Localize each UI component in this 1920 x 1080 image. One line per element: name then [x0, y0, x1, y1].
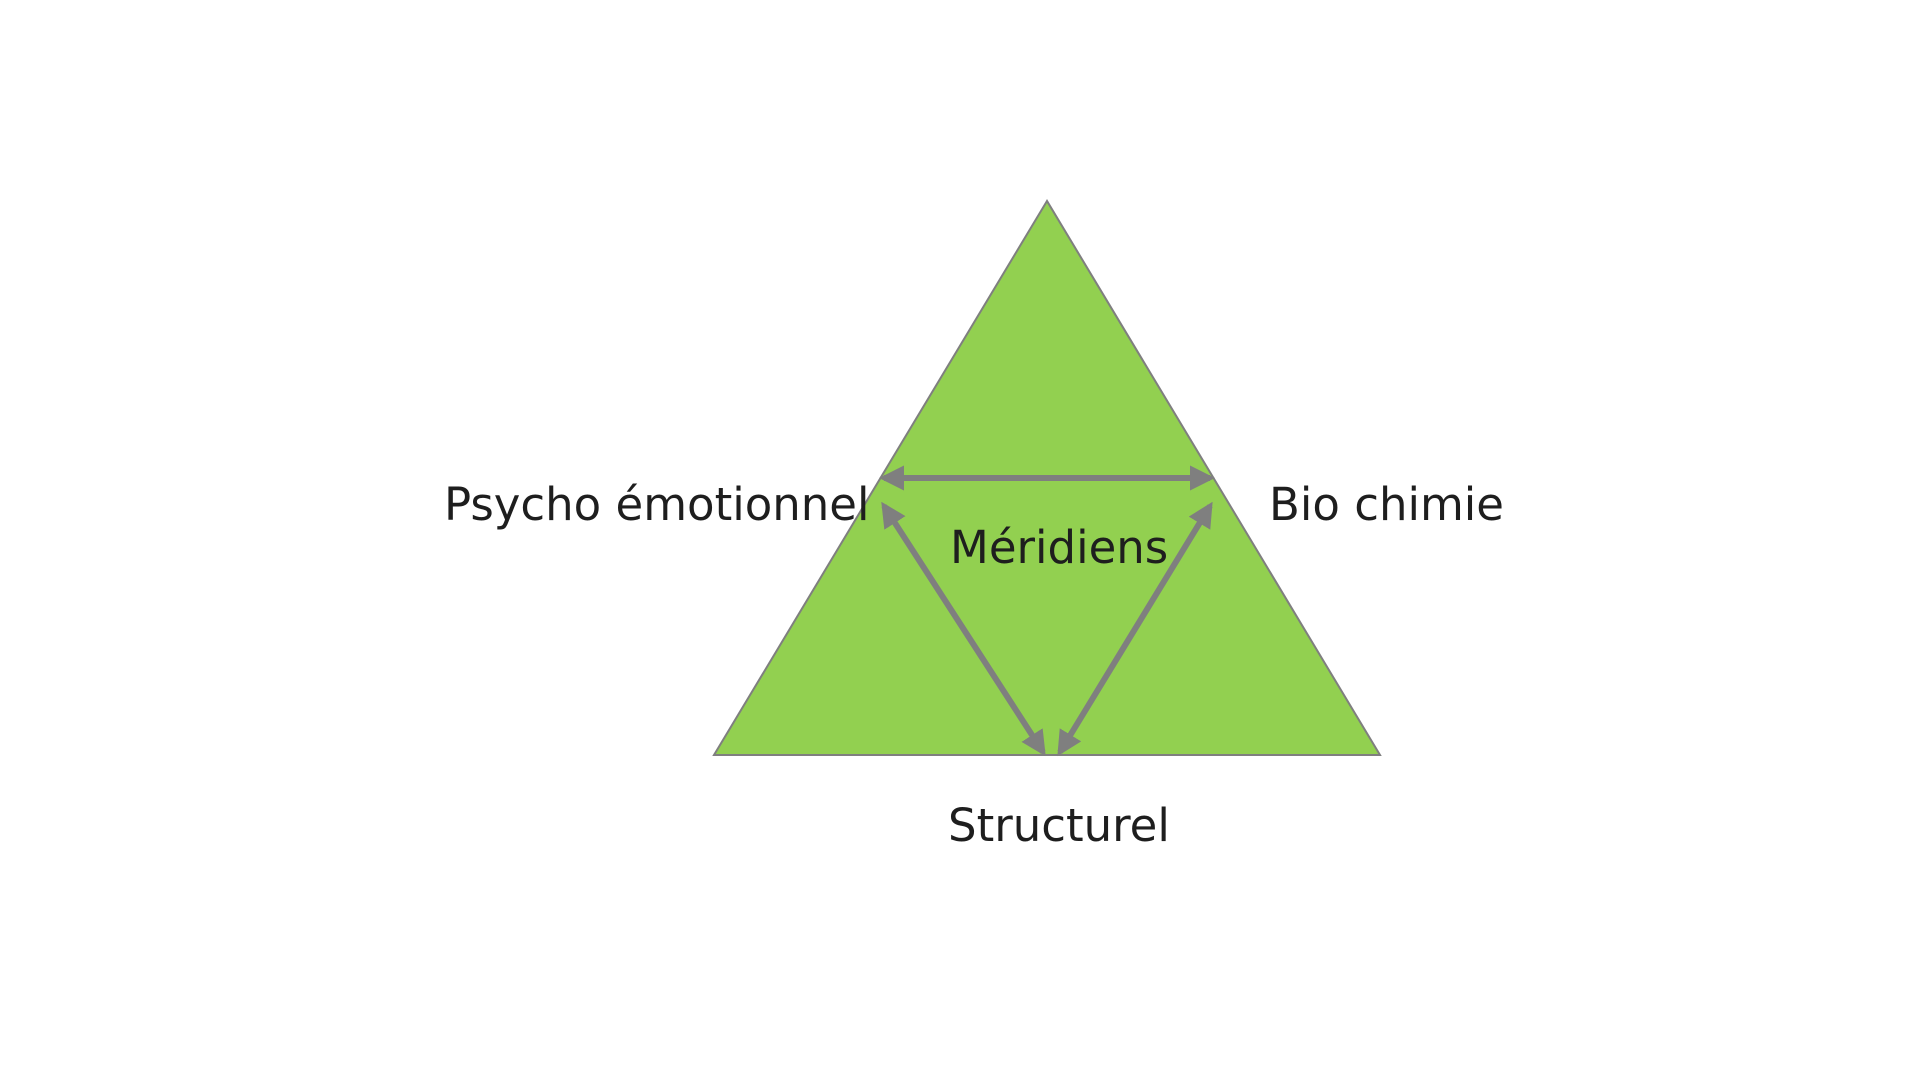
label-bio-chimie: Bio chimie [1269, 478, 1504, 531]
label-psycho-emotionnel: Psycho émotionnel [444, 478, 870, 531]
label-structurel: Structurel [948, 799, 1170, 852]
arrow-biochimie-structurel [1057, 501, 1213, 757]
label-meridiens: Méridiens [950, 521, 1169, 574]
arrow-psycho-structurel [881, 501, 1046, 757]
